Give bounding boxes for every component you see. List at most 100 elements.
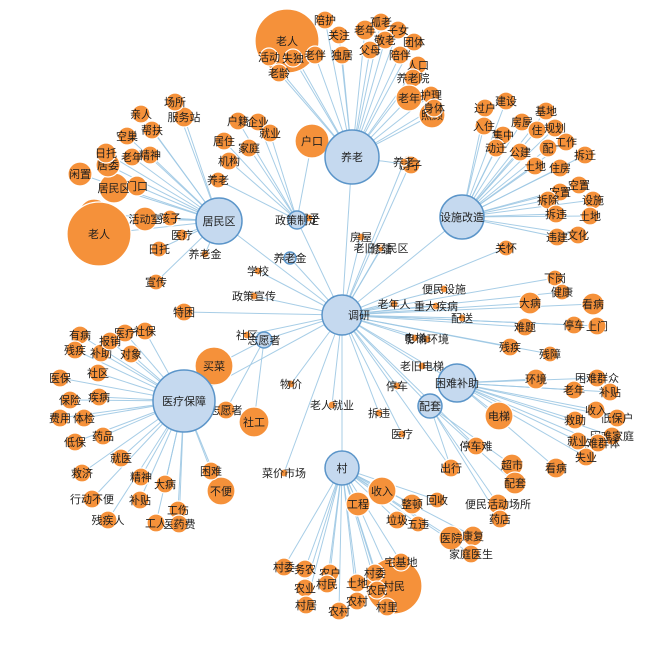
term-node[interactable]: 救济 — [71, 463, 93, 483]
term-node[interactable]: 就业 — [567, 431, 589, 451]
term-node[interactable]: 残疾人 — [92, 510, 125, 530]
term-node[interactable]: 老年 — [563, 380, 585, 400]
term-node[interactable]: 失独 — [282, 48, 304, 68]
term-node[interactable]: 农民 — [366, 580, 388, 600]
term-node[interactable]: 便民设施 — [422, 283, 466, 296]
term-node[interactable]: 养老金 — [189, 247, 222, 261]
term-node[interactable]: 医保 — [49, 368, 71, 388]
term-node[interactable]: 药品 — [92, 426, 114, 446]
term-node[interactable]: 老年人 — [378, 297, 411, 311]
term-node[interactable]: 医疗 — [171, 228, 193, 242]
term-node[interactable]: 闲置 — [67, 161, 93, 187]
term-node[interactable]: 居住 — [213, 131, 235, 151]
term-node[interactable]: 修缮 — [370, 242, 392, 256]
term-node[interactable]: 土地 — [346, 573, 368, 593]
term-node[interactable]: 下岗 — [544, 269, 566, 287]
term-node[interactable]: 收入 — [585, 400, 607, 420]
term-node[interactable]: 村里 — [376, 597, 398, 617]
hub-node-h-cun[interactable]: 村 — [324, 450, 360, 486]
term-node[interactable]: 空置 — [568, 175, 590, 195]
term-node[interactable]: 企业 — [247, 112, 269, 132]
term-node[interactable]: 药店 — [489, 509, 511, 529]
term-node[interactable]: 精神 — [139, 145, 161, 165]
term-node[interactable]: 拆违 — [545, 204, 567, 224]
term-node[interactable]: 身体 — [423, 98, 445, 118]
term-node[interactable]: 超市 — [500, 453, 524, 477]
term-node[interactable]: 收入 — [367, 476, 397, 506]
term-node[interactable]: 配 — [538, 138, 558, 158]
term-node[interactable]: 日托 — [95, 142, 117, 164]
term-node[interactable]: 空巢 — [116, 126, 138, 146]
term-node[interactable]: 回收 — [426, 491, 448, 509]
term-node[interactable]: 停车 — [563, 315, 585, 335]
term-node[interactable]: 活动室 — [129, 206, 162, 232]
term-node[interactable]: 房屋 — [350, 231, 372, 244]
hub-node-h-jczx[interactable]: 设施改造 — [439, 194, 485, 240]
term-node[interactable]: 团体 — [403, 32, 425, 52]
term-node[interactable]: 宣传 — [145, 273, 167, 291]
term-node[interactable]: 土地 — [524, 156, 546, 176]
term-node[interactable]: 重大疾病 — [414, 299, 458, 313]
term-node[interactable]: 上门 — [586, 316, 608, 336]
hub-node-h-zcq[interactable]: 政策制定 — [275, 210, 319, 230]
hub-node-h-ylbz[interactable]: 医疗保障 — [152, 369, 216, 433]
term-node[interactable]: 学校 — [247, 264, 269, 278]
term-node[interactable]: 村居 — [295, 595, 317, 615]
term-node[interactable]: 住房 — [549, 158, 571, 178]
term-node[interactable]: 子女 — [387, 20, 409, 40]
term-node[interactable]: 老伴 — [304, 45, 326, 65]
term-node[interactable]: 孤老 — [370, 12, 392, 32]
term-node[interactable]: 老人 — [66, 201, 132, 267]
term-node[interactable]: 农村 — [328, 601, 350, 621]
term-node[interactable]: 补贴 — [129, 490, 151, 510]
term-node[interactable]: 医疗 — [391, 427, 413, 441]
term-node[interactable]: 家庭医生 — [449, 544, 493, 564]
term-node[interactable]: 户口 — [294, 123, 330, 159]
term-node[interactable]: 停车 — [386, 379, 408, 393]
term-node[interactable]: 老龄 — [268, 63, 290, 83]
term-node[interactable]: 对象 — [120, 344, 142, 364]
term-node[interactable]: 康复 — [462, 525, 484, 547]
term-node[interactable]: 医院 — [438, 525, 464, 551]
term-node[interactable]: 老年 — [354, 19, 376, 41]
term-node[interactable]: 难题 — [514, 317, 536, 337]
term-node[interactable]: 工作 — [555, 132, 577, 152]
term-node[interactable]: 工人 — [145, 513, 167, 533]
term-node[interactable]: 买菜 — [194, 346, 234, 386]
term-node[interactable]: 整顿 — [401, 493, 423, 515]
term-node[interactable]: 配送 — [451, 311, 473, 325]
term-node[interactable]: 志愿者 — [210, 400, 243, 420]
term-node[interactable]: 特困 — [173, 302, 195, 322]
term-node[interactable]: 公建 — [509, 142, 531, 162]
hub-node-h-knbz[interactable]: 困难补助 — [435, 363, 479, 403]
term-node[interactable]: 老旧电梯 — [400, 360, 444, 373]
term-node[interactable]: 家庭 — [238, 138, 260, 158]
term-node[interactable]: 保险 — [59, 390, 81, 410]
center-node[interactable]: 调研 — [321, 294, 370, 336]
term-node[interactable]: 服务站 — [168, 106, 201, 128]
term-node[interactable]: 电梯 — [484, 401, 514, 431]
term-node[interactable]: 失业 — [575, 447, 597, 467]
term-node[interactable]: 社保 — [134, 321, 156, 341]
term-node[interactable]: 村民 — [316, 574, 338, 594]
term-node[interactable]: 费用 — [49, 408, 71, 428]
term-node[interactable]: 大病 — [154, 474, 176, 494]
term-node[interactable]: 报销 — [99, 331, 121, 351]
term-node[interactable]: 建设 — [495, 91, 517, 111]
term-node[interactable]: 独居 — [331, 45, 353, 65]
term-node[interactable]: 环境 — [525, 368, 547, 390]
term-node[interactable]: 规划 — [544, 118, 566, 138]
term-node[interactable]: 养老院 — [397, 68, 430, 88]
term-node[interactable]: 孩子 — [159, 209, 181, 227]
term-node[interactable]: 老年 — [121, 147, 143, 167]
term-node[interactable]: 物价 — [280, 377, 302, 391]
term-node[interactable]: 残疾 — [64, 340, 86, 360]
term-node[interactable]: 残疾 — [499, 337, 521, 357]
term-node[interactable]: 看病 — [581, 292, 605, 316]
term-node[interactable]: 宅基地 — [385, 552, 418, 572]
term-node[interactable]: 关注 — [328, 25, 350, 45]
term-node[interactable]: 看病 — [545, 457, 567, 479]
term-node[interactable]: 养老 — [393, 155, 415, 169]
term-node[interactable]: 活动 — [258, 47, 280, 67]
term-node[interactable]: 健康 — [551, 283, 573, 301]
